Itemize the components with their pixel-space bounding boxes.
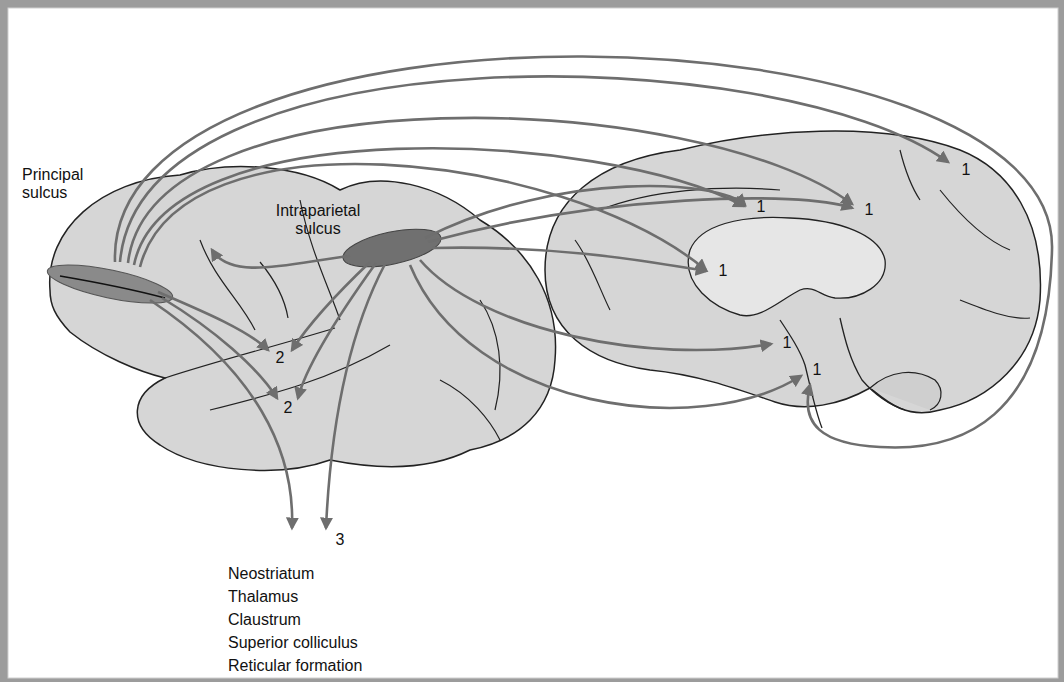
- target-label: Neostriatum: [228, 565, 314, 583]
- occipital-sulcus: [440, 380, 500, 440]
- callout-number: 1: [962, 161, 971, 179]
- arrow-to-2: [162, 298, 277, 398]
- target-label: Superior colliculus: [228, 634, 358, 652]
- arrow-to-2: [298, 263, 376, 398]
- target-label: Thalamus: [228, 588, 298, 606]
- cerebellum: [870, 372, 941, 410]
- arrow-to-frontal: [212, 250, 350, 268]
- arrow-to-1: [140, 164, 706, 270]
- callout-number: 2: [276, 349, 285, 367]
- arrow-to-1: [432, 248, 706, 271]
- arrow-to-1: [128, 118, 852, 263]
- callout-number: 3: [336, 531, 345, 549]
- lunate-sulcus: [480, 300, 500, 410]
- medial-parietal-line: [900, 150, 920, 200]
- arcuate-sulcus: [200, 240, 255, 330]
- corpus-callosum: [688, 217, 885, 315]
- parieto-occipital-sulcus: [940, 190, 1010, 250]
- brainstem-outline: [780, 318, 905, 428]
- arrow-to-1: [428, 198, 852, 242]
- projection-arrows: [115, 56, 1052, 528]
- callout-number: 1: [783, 334, 792, 352]
- arrow-to-3: [150, 300, 292, 528]
- arrow-to-2: [292, 262, 370, 350]
- callout-number: 1: [865, 201, 874, 219]
- panel-ground: [8, 8, 1058, 678]
- medial-frontal-line: [575, 240, 610, 310]
- callout-number: 1: [813, 361, 822, 379]
- structure-label: Intraparietal sulcus: [268, 202, 368, 239]
- arrow-to-2: [158, 292, 268, 350]
- callout-number: 2: [284, 399, 293, 417]
- target-label: Reticular formation: [228, 657, 362, 675]
- arrow-to-1: [420, 260, 771, 350]
- principal-sulcus-line: [60, 276, 165, 298]
- callout-number: 1: [757, 198, 766, 216]
- loop-arrow: [115, 56, 1052, 447]
- intraparietal-sulcus-area: [340, 222, 444, 274]
- medial-brain: [545, 131, 1040, 413]
- target-label: Claustrum: [228, 611, 301, 629]
- premotor-line: [260, 262, 288, 318]
- callout-number: 1: [719, 262, 728, 280]
- calcarine-sulcus: [960, 300, 1030, 318]
- arrow-to-1: [410, 265, 801, 408]
- structure-label: Principal sulcus: [22, 166, 117, 203]
- arrow-to-3: [326, 264, 385, 528]
- arrow-to-1: [120, 76, 948, 262]
